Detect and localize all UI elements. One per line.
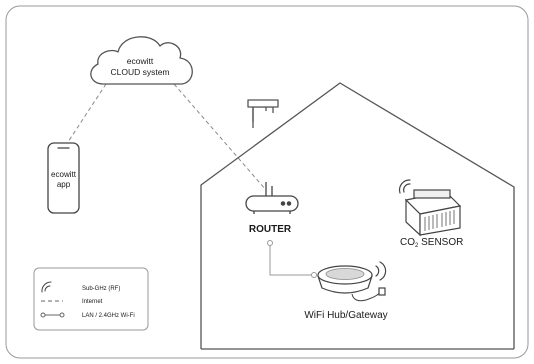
cloud-to-phone-link [67,83,107,143]
hub-signal-waves-icon [375,261,387,281]
wifi-hub-icon [317,265,386,302]
legend-label-rf: Sub-GHz (RF) [82,286,120,292]
house-roof [200,82,515,194]
lan-connection [267,240,317,278]
house-outline [200,82,515,350]
internet-connections [67,83,267,191]
sensor-signal-waves-icon [398,179,411,194]
co2-label-prefix: CO [400,237,415,248]
cloud-icon: ecowitt CLOUD system [90,36,193,85]
cloud-to-router-link [173,83,267,191]
phone-icon: ecowitt app [47,142,80,214]
phone-label-line1: ecowitt [51,170,77,179]
router-icon [245,182,299,214]
cloud-label-line2: CLOUD system [110,67,169,77]
cloud-label-line1: ecowitt [127,56,154,66]
co2-sensor-label: CO2 SENSOR [400,237,463,249]
legend: Sub-GHz (RF) Internet LAN / 2.4GHz Wi-Fi [33,267,149,331]
co2-label-subscript: 2 [415,243,419,249]
phone-label-line2: app [57,180,71,189]
signal-waves-icon [41,281,52,293]
chimney-cap [247,99,279,108]
legend-label-lan: LAN / 2.4GHz Wi-Fi [82,313,135,319]
hub-label: WiFi Hub/Gateway [304,310,387,321]
legend-label-internet: Internet [82,299,103,305]
co2-sensor-icon [404,189,462,237]
router-label: ROUTER [249,224,292,235]
co2-label-suffix: SENSOR [418,237,463,248]
circle-line-icon [40,312,65,318]
